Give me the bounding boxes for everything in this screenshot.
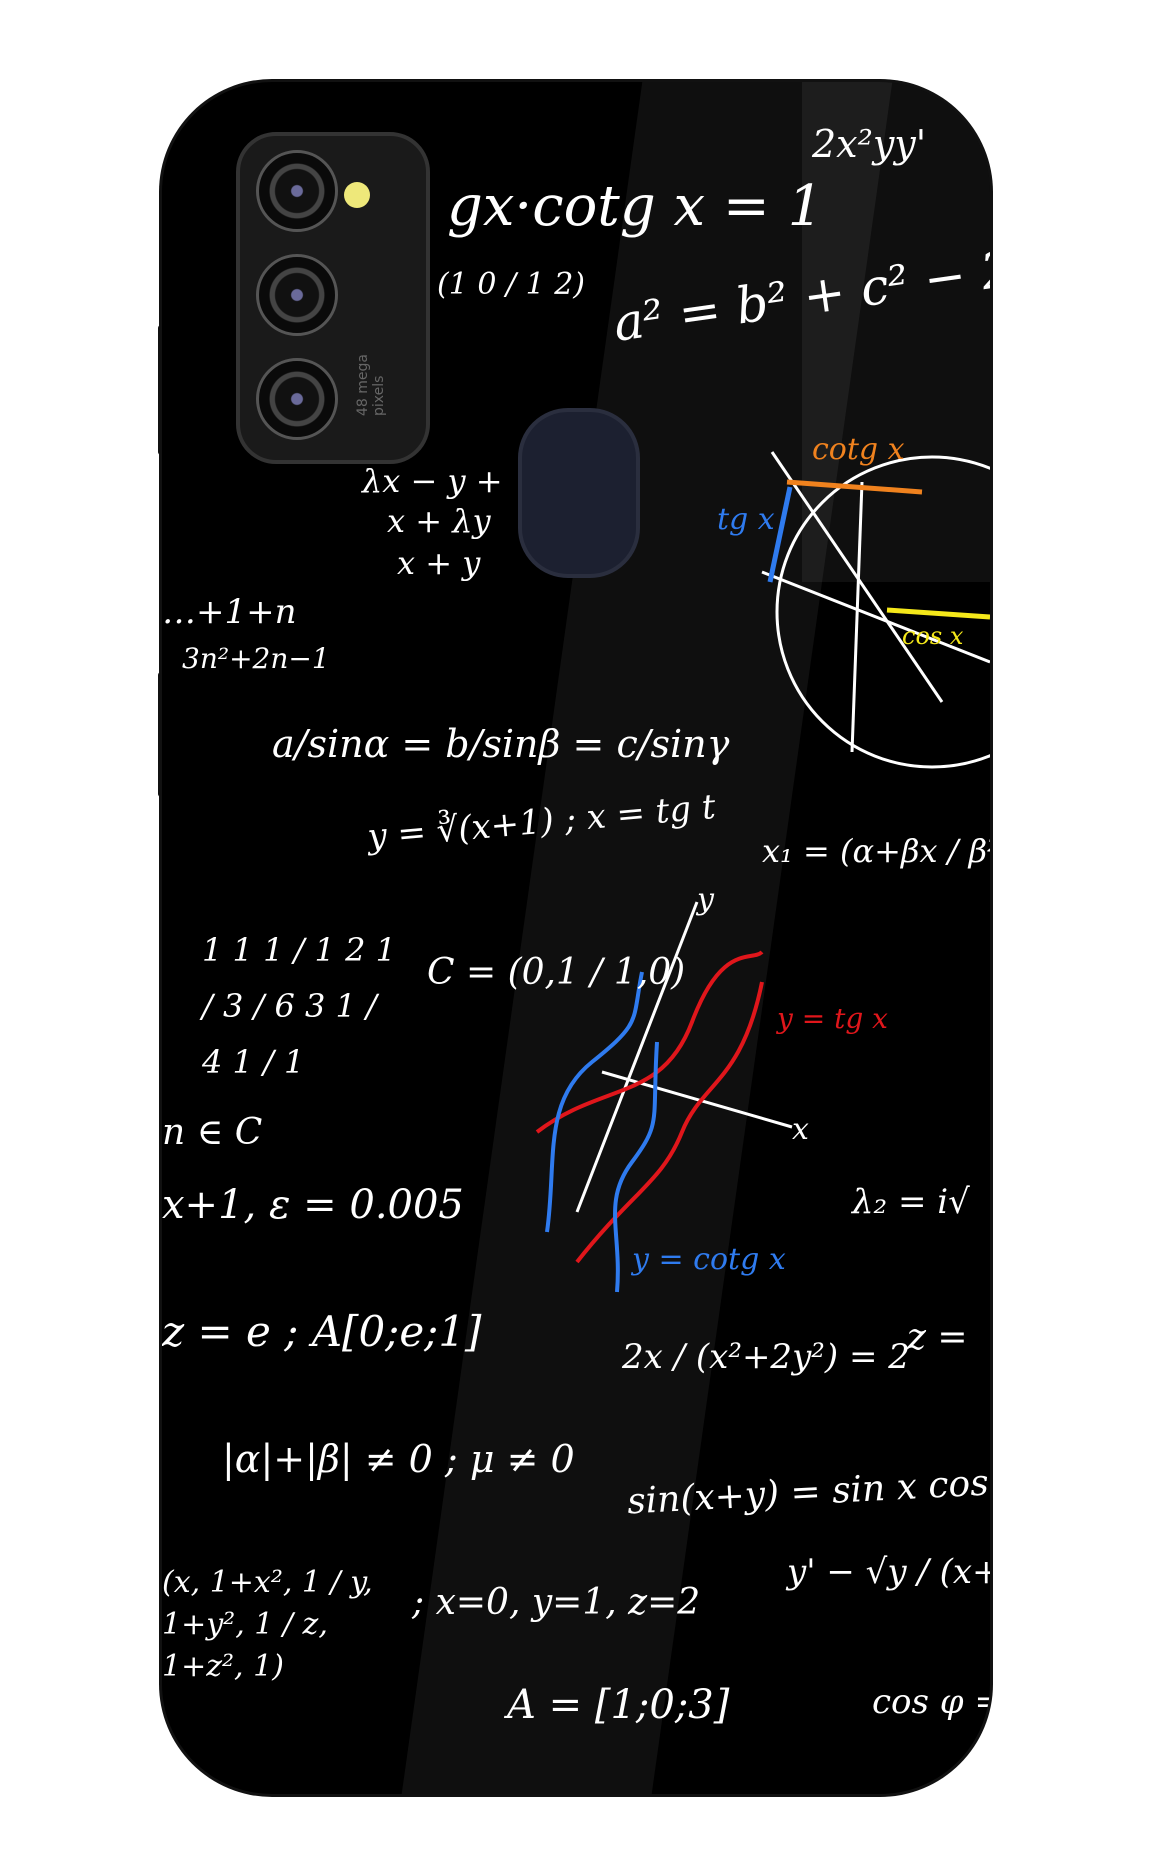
- equation: |α|+|β| ≠ 0 ; μ ≠ 0: [222, 1437, 575, 1481]
- reflection: [802, 82, 990, 582]
- curve-label: y = tg x: [777, 1002, 888, 1035]
- tg-segment: [767, 486, 793, 583]
- equation: cos φ =: [872, 1682, 990, 1722]
- phone-case: gx·cotg x = 1 2x²yy' a² = b² + c² − 2 (1…: [162, 82, 990, 1794]
- camera-lens-icon: [256, 254, 338, 336]
- equation: n ∈ C: [162, 1112, 263, 1153]
- camera-label: 48 mega pixels: [355, 354, 387, 416]
- equation: x + y: [397, 544, 481, 582]
- equation: λx − y +: [362, 462, 503, 500]
- equation: 2x²yy': [812, 122, 927, 166]
- circle-label: cos x: [902, 622, 964, 650]
- equation: C = (0,1 / 1,0): [427, 952, 686, 993]
- unit-circle: [761, 451, 990, 769]
- equation: z =: [907, 1317, 968, 1358]
- equation: z = e ; A[0;e;1]: [162, 1307, 482, 1356]
- equation: 2x / (x²+2y²) = 2: [622, 1337, 910, 1377]
- circle-label: cotg x: [812, 432, 905, 467]
- graph-drawing: [535, 451, 990, 1293]
- equation: …+1+n: [162, 592, 297, 632]
- equation: λ₂ = i√: [852, 1182, 970, 1222]
- camera-lens-icon: [256, 150, 338, 232]
- equation: A = [1;0;3]: [507, 1682, 730, 1728]
- equation: 1 1 1 / 1 2 1 / 3 / 6 3 1 / 4 1 / 1: [202, 931, 396, 1081]
- equation: 3n²+2n−1: [182, 642, 330, 675]
- cos-segment: [886, 607, 990, 620]
- equation: a/sinα = b/sinβ = c/sinγ: [272, 722, 730, 766]
- equation: x + λy: [387, 502, 491, 540]
- equation: x+1, ε = 0.005: [162, 1182, 464, 1228]
- curve-label: y = cotg x: [632, 1242, 786, 1277]
- equation: x₁ = (α+βx / β²: [762, 832, 990, 870]
- axes: [575, 901, 793, 1213]
- axis-label: x: [792, 1112, 809, 1147]
- cotg-segment: [786, 479, 923, 495]
- circle-label: tg x: [717, 502, 775, 537]
- fingerprint-cutout: [518, 408, 640, 578]
- equation: y' − √y / (x+2) =: [787, 1552, 990, 1592]
- equation: (1 0 / 1 2): [437, 267, 586, 302]
- equation: gx·cotg x = 1: [447, 174, 824, 239]
- camera-module: 48 mega pixels: [236, 132, 430, 464]
- cotg-curves: [545, 971, 659, 1293]
- equation: ; x=0, y=1, z=2: [412, 1582, 701, 1623]
- camera-lens-icon: [256, 358, 338, 440]
- tg-curves: [535, 950, 764, 1264]
- axis-label: y: [697, 882, 714, 917]
- equation: (x, 1+x², 1 / y, 1+y², 1 / z, 1+z², 1): [162, 1565, 373, 1684]
- flash-icon: [344, 182, 370, 208]
